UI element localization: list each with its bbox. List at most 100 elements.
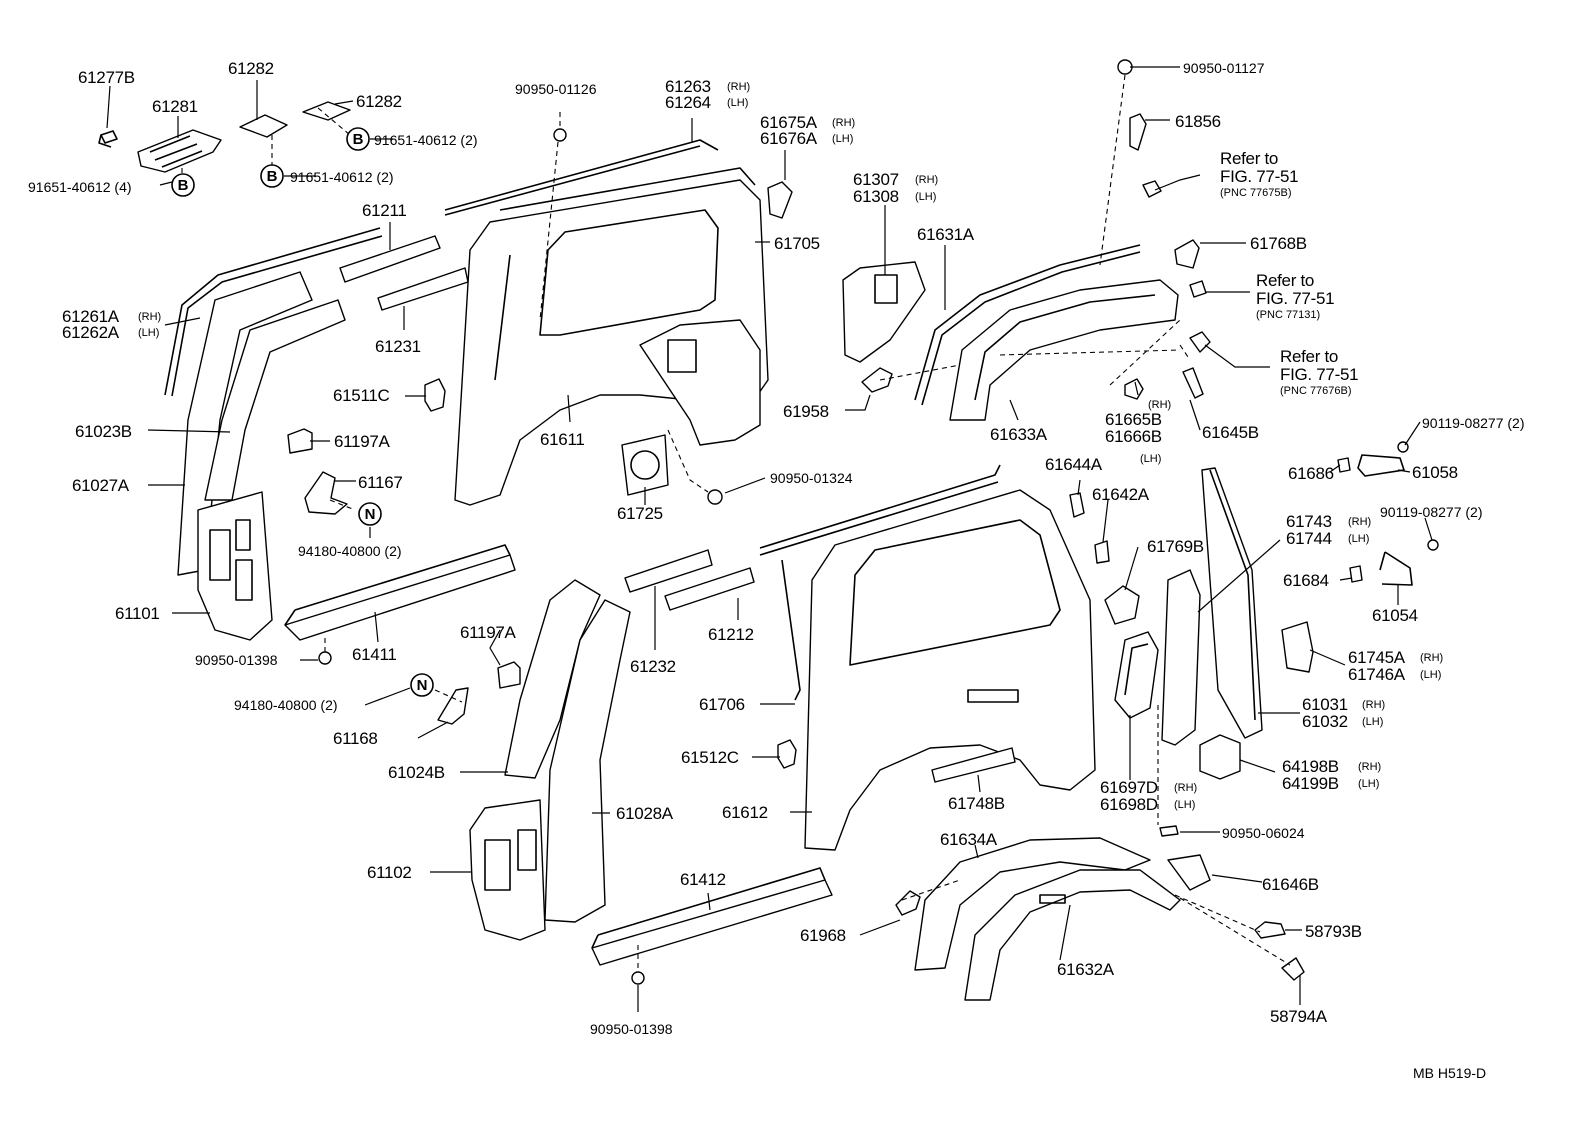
bracket-61968-shape [895,890,921,916]
label-61642A: 61642A [1092,485,1150,504]
pillar-61743-shape [1161,569,1201,746]
bracket-64198B-shape [1199,734,1241,780]
wheelhouse-61633A-shape [949,279,1179,421]
svg-text:Refer to: Refer to [1220,149,1278,168]
label-61263-side: (RH) [727,81,750,93]
panel-61102-shape [469,799,546,941]
callout-b-b: B [260,164,284,188]
wheelhouse-61631A-arc [914,244,1141,401]
quarter-panel-61612-shape [804,489,1096,851]
label-61675A: 61675A [760,113,818,132]
label-61511C: 61511C [333,386,390,405]
label-61197A-a: 61197A [334,432,391,451]
label-61058: 61058 [1412,463,1458,482]
strip-61212-shape [664,567,755,611]
panel-61101-holes [209,519,253,601]
inner-panel-shape [639,319,761,446]
label-61746A: 61746A [1348,665,1406,684]
label-61032: 61032 [1302,712,1348,731]
bracket-61686-shape [1337,457,1351,473]
svg-text:N: N [417,677,428,694]
label-61746A-side: (LH) [1420,669,1441,681]
fastener-90950-01398a-shape [318,651,332,665]
rocker-61411-edge [284,544,511,626]
svg-text:B: B [267,168,278,185]
svg-text:Refer to: Refer to [1256,271,1314,290]
pad-61197A-a-shape [287,428,313,454]
clip-77131-shape [1189,280,1207,298]
clip-77675B-shape [1142,180,1162,198]
label-61411: 61411 [352,645,397,664]
pillar-61031-shape [1201,467,1263,739]
bracket-61684-shape [1349,565,1363,583]
label-61743-side: (RH) [1348,516,1371,528]
inner-panel-hole [667,339,697,373]
label-61744-side: (LH) [1348,533,1369,545]
bracket-61167-shape [304,471,348,515]
label-61031: 61031 [1302,695,1348,714]
callout-n-b: N [410,673,434,697]
weatherstrip-61706 [781,559,801,701]
label-61676A: 61676A [760,129,818,148]
reference-note-77676B: Refer to FIG. 77-51 (PNC 77676B) [1280,347,1359,397]
label-61675A-side: (RH) [832,117,855,129]
pillar-61023B-shape [204,299,346,501]
label-61512C: 61512C [681,748,739,767]
label-61958: 61958 [783,402,829,421]
svg-text:Refer to: Refer to [1280,347,1338,366]
label-61646B: 61646B [1262,875,1319,894]
strip-61748B-shape [931,747,1016,783]
bracket-61675A-shape [767,181,793,219]
label-61856: 61856 [1175,112,1221,131]
bracket-61282b-shape [302,101,351,121]
label-61706: 61706 [699,695,745,714]
label-61705: 61705 [774,234,820,253]
label-61611: 61611 [540,430,585,449]
flap-61646B-shape [1167,854,1211,891]
label-61612: 61612 [722,803,768,822]
label-61031-side: (RH) [1362,699,1385,711]
label-61264: 61264 [665,93,711,112]
pillar-61028A-shape [544,599,631,923]
svg-text:(PNC 77676B): (PNC 77676B) [1280,385,1352,397]
label-61023B: 61023B [75,422,132,441]
clip-58793B-shape [1254,921,1286,939]
label-61768B: 61768B [1250,234,1307,253]
rail-61261A-inner [171,235,383,397]
label-61281: 61281 [152,97,198,116]
pad-61197A-b-shape [497,661,521,689]
fastener-90950-01127-shape [1117,59,1133,75]
rocker-61411-shape [284,554,516,641]
callout-b-c: B [346,127,370,151]
part-shapes [98,59,1439,1001]
rail-61261A-outer [164,227,381,396]
label-90950-01398-b: 90950-01398 [590,1021,673,1037]
strip-61211-shape [339,235,441,283]
label-61684: 61684 [1283,571,1329,590]
panel-61307-shape [842,261,926,363]
rocker-61412-shape [591,879,833,966]
label-61054: 61054 [1372,606,1418,625]
label-94180-40800-a: 94180-40800 (2) [298,543,402,559]
label-90950-01127: 90950-01127 [1183,60,1265,76]
svg-text:FIG. 77-51: FIG. 77-51 [1256,289,1334,308]
label-90950-01398-a: 90950-01398 [195,652,278,668]
label-61745A: 61745A [1348,648,1406,667]
label-61032-side: (LH) [1362,716,1383,728]
label-61308-side: (LH) [915,191,936,203]
strip-61263-inner [444,145,701,216]
label-61665B: 61665B [1105,410,1162,429]
label-64198B-side: (RH) [1358,761,1381,773]
label-61748B: 61748B [948,794,1005,813]
label-90119-08277-a: 90119-08277 (2) [1422,415,1524,431]
rocker-61412-edge [591,867,826,949]
label-61101: 61101 [115,604,160,623]
label-61277B: 61277B [78,68,135,87]
label-61232: 61232 [630,657,676,676]
reference-note-77675B: Refer to FIG. 77-51 (PNC 77675B) [1220,149,1299,199]
label-61024B: 61024B [388,763,445,782]
wheelhouse-61634A-shape [914,837,1151,971]
label-61261A-side: (RH) [138,311,161,323]
label-61725: 61725 [617,504,663,523]
bracket-61645B-shape [1182,367,1204,399]
